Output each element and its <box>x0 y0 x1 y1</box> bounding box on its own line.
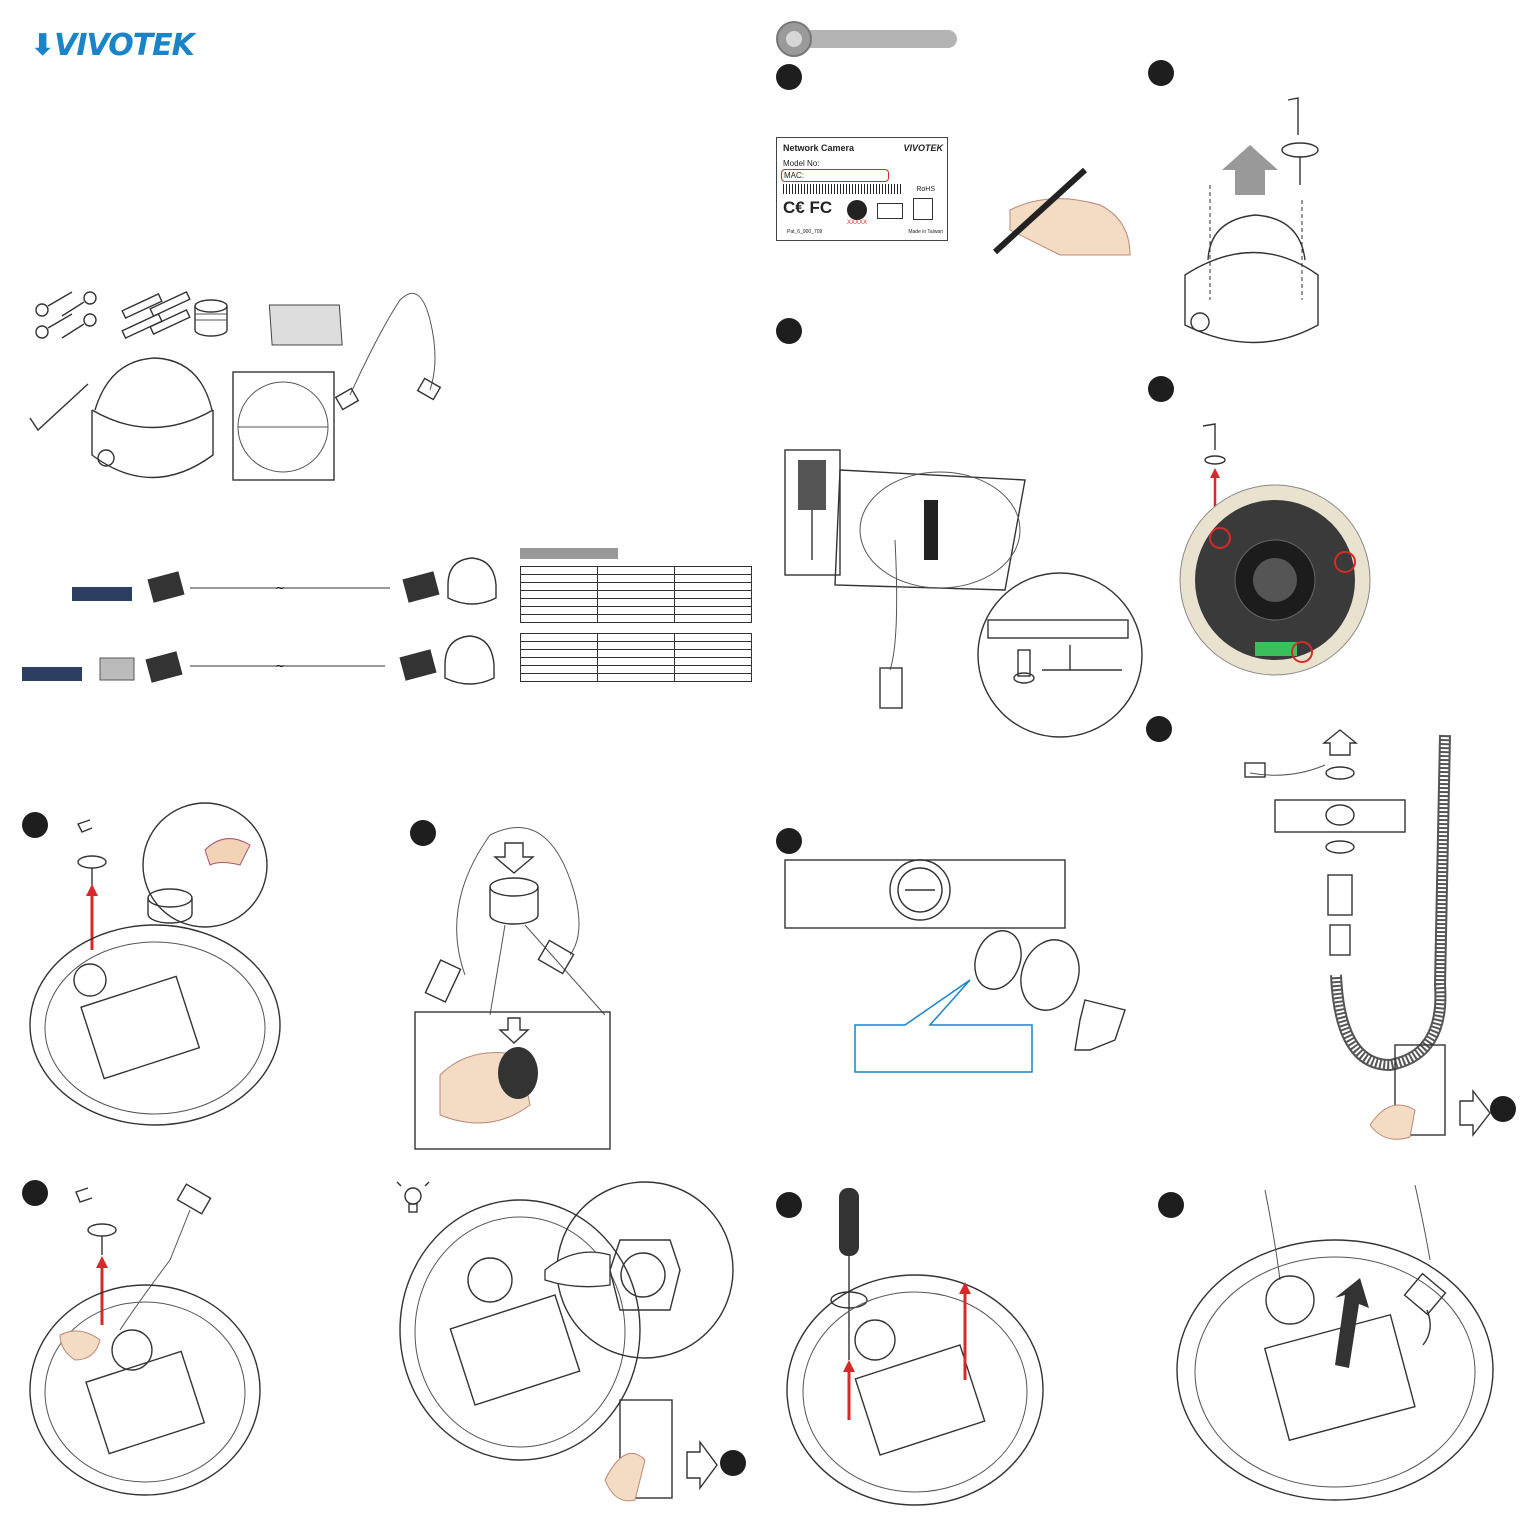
product-label: Network Camera VIVOTEK Model No: MAC: Ro… <box>776 137 948 241</box>
label-title: Network Camera <box>783 143 855 153</box>
allen-key-icon <box>29 383 89 432</box>
dome-camera-icon <box>444 635 495 685</box>
barcode <box>783 184 901 194</box>
package-contents <box>29 290 442 481</box>
camera-module-photo <box>1179 423 1371 676</box>
allen-key-icon <box>77 819 93 833</box>
step-badge <box>410 820 436 846</box>
step-badge <box>1148 376 1174 402</box>
tip-illustration <box>396 1181 734 1502</box>
label-brand: VIVOTEK <box>903 143 943 153</box>
base-illustration-2 <box>29 1183 261 1496</box>
pen-icon <box>992 167 1088 255</box>
poe-injector-1 <box>147 571 185 603</box>
arrow-down-icon <box>493 842 535 874</box>
screwdriver-icon <box>839 1188 859 1256</box>
screw-icon <box>35 291 97 339</box>
cable-icon <box>334 292 442 411</box>
alignment-sticker-thumb <box>232 371 335 481</box>
connection-diagram: ~ ~ <box>22 557 497 685</box>
label-rohs: RoHS <box>916 186 935 193</box>
spec-tables <box>520 548 752 682</box>
dome-camera-icon <box>91 357 214 479</box>
vivotek-logo: ⬇VIVOTEK <box>30 28 195 63</box>
arrow-out-icon <box>1074 999 1126 1051</box>
power-adapter-icon <box>99 657 135 681</box>
hand-icon <box>544 1251 611 1288</box>
waterproof-plug-icon <box>194 299 228 337</box>
arrow-up-icon <box>1335 1278 1369 1368</box>
c-tick-icon <box>847 200 867 220</box>
conduit-illustration <box>1244 729 1491 1140</box>
spec-table-1 <box>520 566 752 623</box>
next-page-arrow-icon <box>1459 1088 1491 1138</box>
svg-text:~: ~ <box>275 581 285 595</box>
label-part-no: Pat_6_900_709 <box>787 229 823 235</box>
switch-icon-2 <box>22 667 82 681</box>
callout-box <box>854 979 1033 1073</box>
step-badge <box>720 1450 746 1476</box>
label-model-line: Model No: <box>783 159 820 168</box>
desiccant-icon <box>268 304 343 346</box>
svg-text:~: ~ <box>275 659 285 673</box>
section-header-bar <box>776 21 957 57</box>
finger-icon <box>204 838 251 866</box>
arrow-up-icon <box>1222 145 1278 195</box>
label-code: XXXXX <box>847 220 868 226</box>
step-badge <box>1158 1192 1184 1218</box>
lightbulb-tip-icon <box>396 1181 430 1213</box>
alignment-sticker-illustration: Alignment Sticker <box>784 449 1143 738</box>
next-page-arrow-icon <box>686 1439 718 1491</box>
label-marks: C€ FC <box>783 198 833 217</box>
allen-key-icon <box>1287 97 1299 135</box>
step-badge <box>776 1192 802 1218</box>
mac-highlight: MAC: <box>781 169 889 182</box>
poe-injector-3 <box>145 651 183 683</box>
poe-injector-4 <box>399 649 437 681</box>
weee-icon <box>913 198 933 220</box>
dome-camera-icon <box>447 557 497 605</box>
step-badge <box>776 828 802 854</box>
step-badge <box>22 1180 48 1206</box>
step-badge <box>776 64 802 90</box>
step-badge <box>1146 716 1172 742</box>
hole-saw-icon <box>798 460 826 510</box>
anchor-icon <box>121 290 191 340</box>
label-mac-line: MAC: <box>784 171 804 180</box>
poe-injector-2 <box>402 571 440 603</box>
vci-icon <box>877 203 903 219</box>
plug-removal-illustration <box>784 859 1126 1073</box>
screwdriver-illustration <box>786 1188 1044 1506</box>
logo-mark-icon: ⬇ <box>30 28 55 63</box>
spec-table-2 <box>520 633 752 682</box>
dome-removal-illustration <box>1184 97 1319 344</box>
step-badge <box>1148 60 1174 86</box>
table-header-bar <box>520 548 618 559</box>
switch-icon-1 <box>72 587 132 601</box>
cable-plug-illustration <box>414 827 611 1150</box>
hand-writing-illustration <box>992 167 1131 256</box>
step-badge <box>1490 1096 1516 1122</box>
lift-bracket-illustration <box>1176 1184 1494 1501</box>
label-origin: Made in Taiwan <box>908 229 943 235</box>
step-badge <box>776 318 802 344</box>
step-badge <box>22 812 48 838</box>
base-illustration-1 <box>29 802 281 1126</box>
